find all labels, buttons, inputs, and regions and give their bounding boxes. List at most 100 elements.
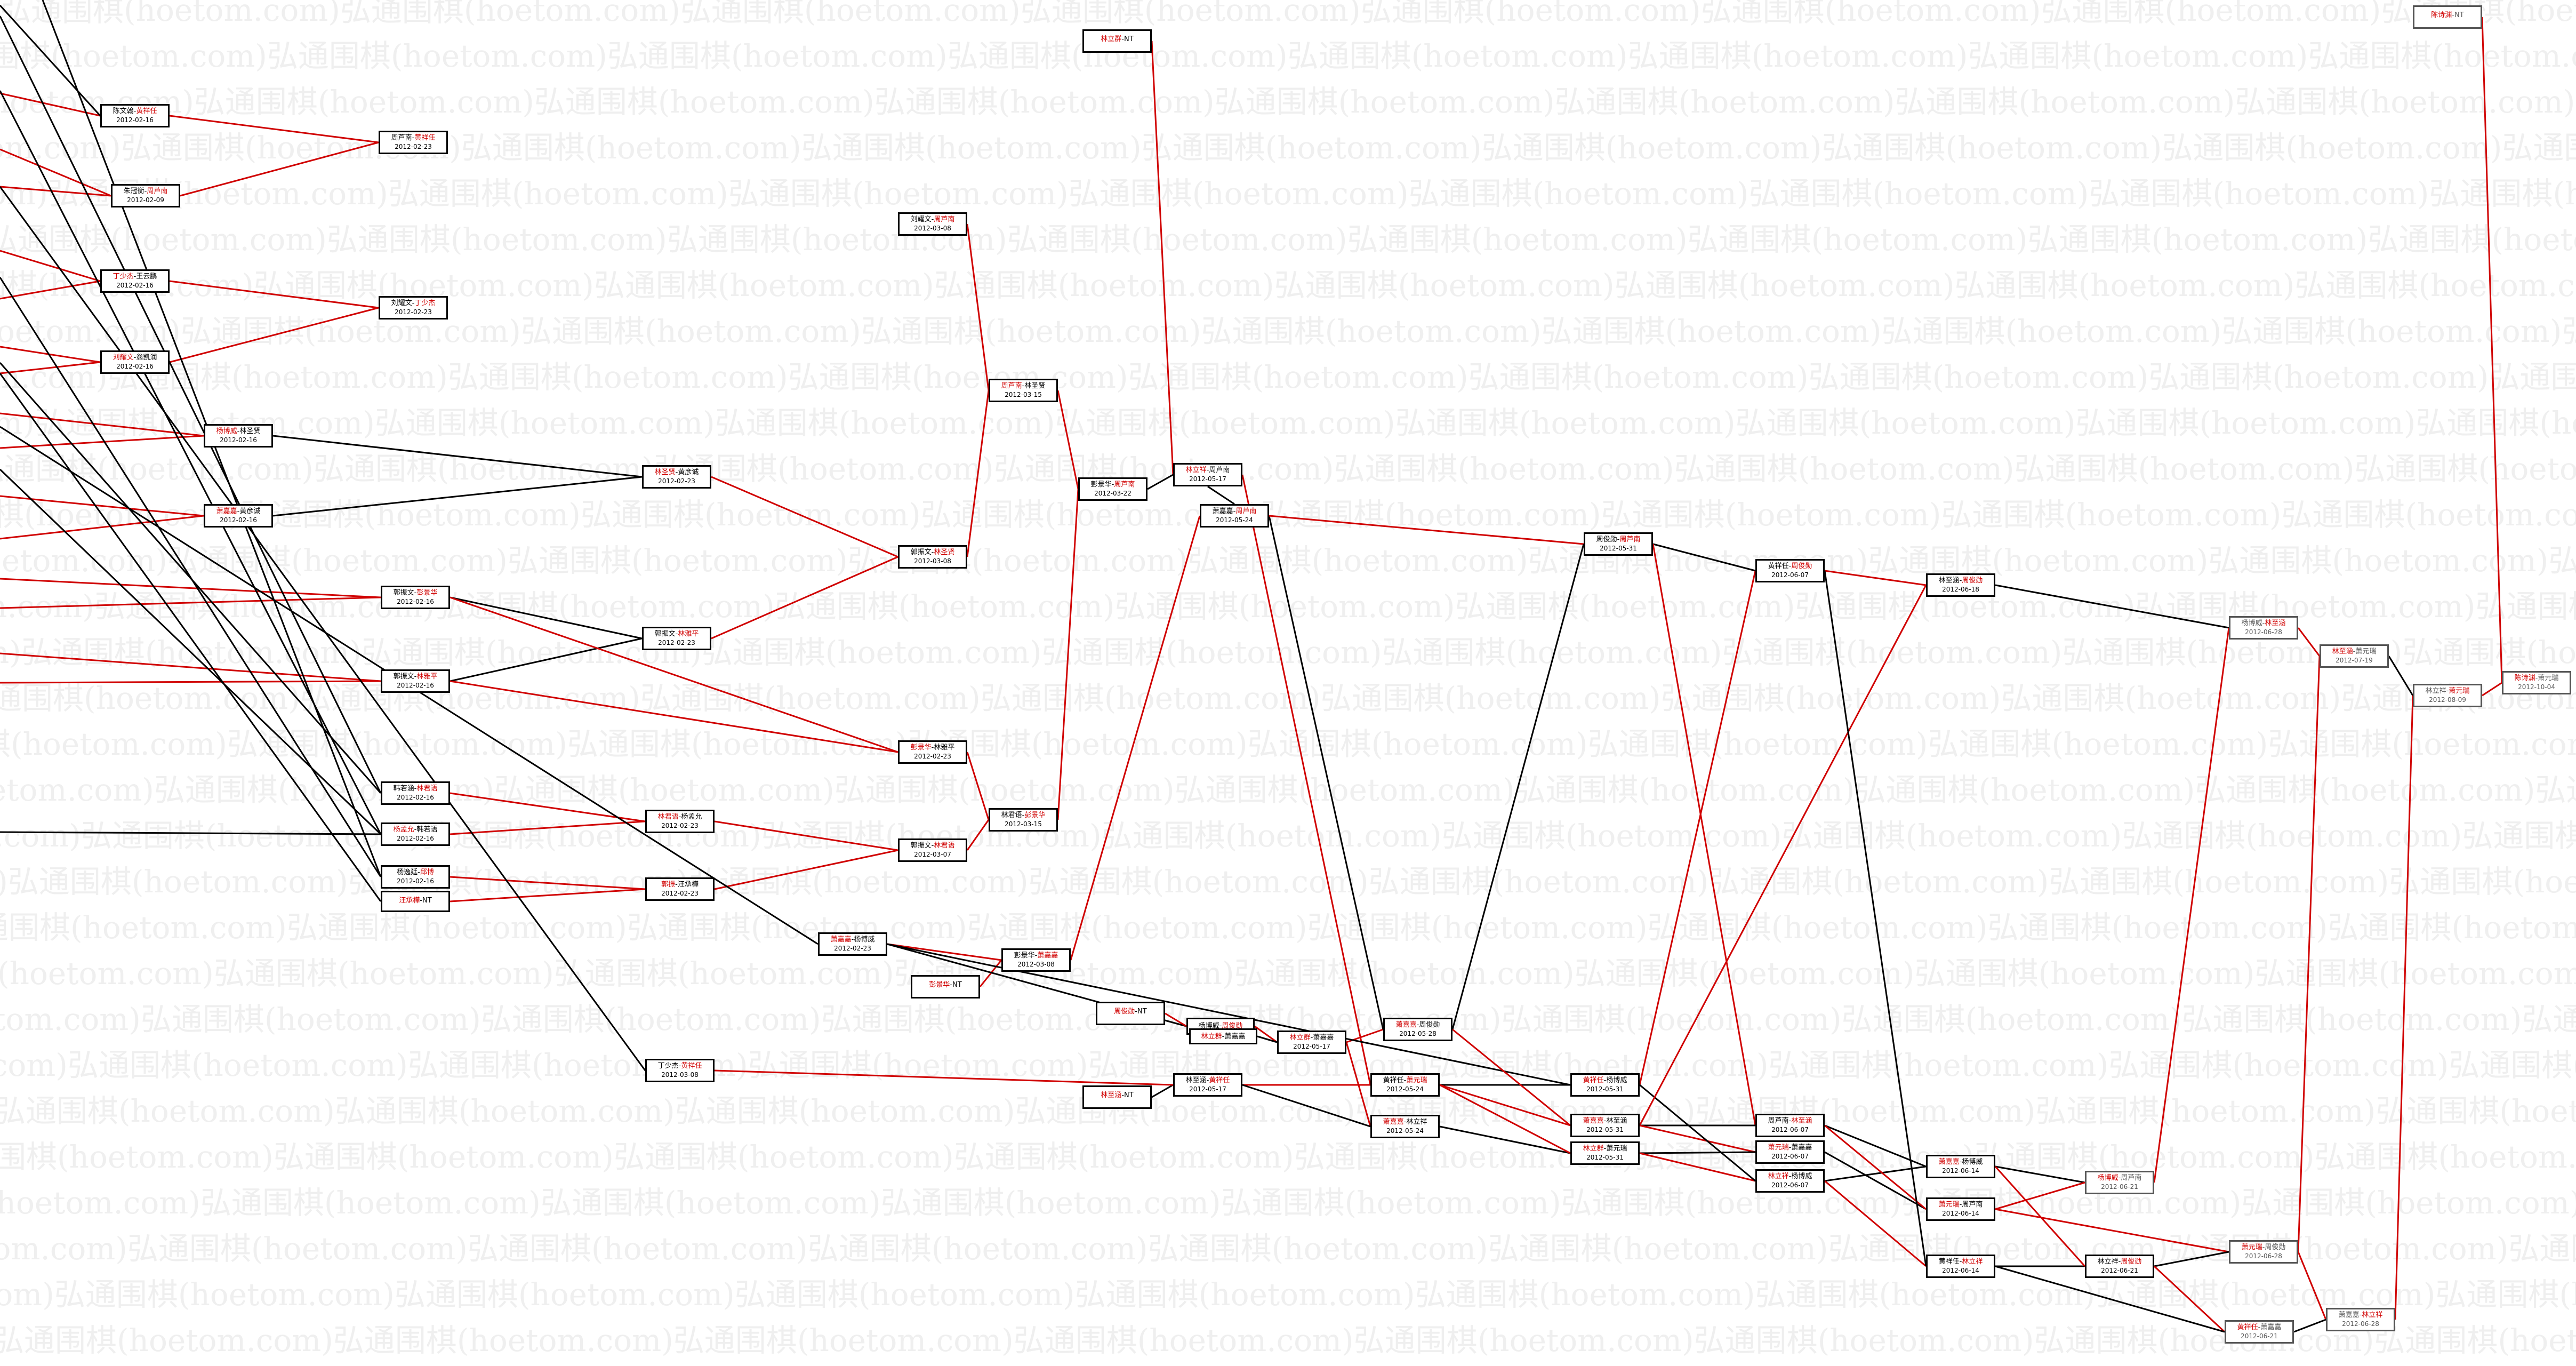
connector-line xyxy=(1824,1124,1927,1210)
connector-line-incoming xyxy=(0,831,381,835)
connector-line-incoming xyxy=(0,361,101,374)
connector-line xyxy=(714,849,898,890)
connector-line xyxy=(1995,1265,2225,1333)
watermark-text: 弘通围棋(hoetom.com)弘通围棋(hoetom.com)弘通围棋(hoe… xyxy=(0,1139,2576,1175)
connector-line xyxy=(450,637,643,682)
match-node[interactable]: 林立群-萧嘉嘉 xyxy=(1189,1028,1257,1044)
connector-line-incoming xyxy=(0,362,382,794)
connector-line-incoming xyxy=(0,495,204,517)
match-node-bye[interactable]: 林至涵-NT xyxy=(1082,1085,1152,1109)
connector-line-incoming xyxy=(0,412,204,437)
connector-line xyxy=(1257,1035,1278,1043)
connector-line-incoming xyxy=(0,148,111,197)
connector-line xyxy=(714,820,898,851)
connector-line-incoming xyxy=(0,578,381,598)
connector-line xyxy=(979,960,1002,987)
watermark-text: 弘通围棋(hoetom.com)弘通围棋(hoetom.com)弘通围棋(hoe… xyxy=(0,1001,2576,1037)
connector-line xyxy=(1439,1084,1571,1154)
watermark-text: 弘通围棋(hoetom.com)弘通围棋(hoetom.com)弘通围棋(hoe… xyxy=(0,909,2576,946)
watermark-text: 弘通围棋(hoetom.com)弘通围棋(hoetom.com)弘通围棋(hoe… xyxy=(0,955,2576,992)
watermark-text: 弘通围棋(hoetom.com)弘通围棋(hoetom.com)弘通围棋(hoe… xyxy=(0,313,2576,349)
connector-line xyxy=(180,141,379,197)
connector-line xyxy=(272,476,643,517)
watermark-text: 弘通围棋(hoetom.com)弘通围棋(hoetom.com)弘通围棋(hoe… xyxy=(0,1047,2576,1083)
watermark-text: 弘通围棋(hoetom.com)弘通围棋(hoetom.com)弘通围棋(hoe… xyxy=(0,726,2576,762)
match-node-bye[interactable]: 彭景华-NT xyxy=(911,975,980,998)
connector-line xyxy=(711,556,898,640)
connector-line xyxy=(1652,544,1756,1126)
match-node-bye[interactable]: 林立群-NT xyxy=(1082,29,1152,53)
match-node-bye[interactable]: 陈诗渊-NT xyxy=(2413,5,2482,29)
connector-line xyxy=(2482,682,2502,697)
connector-line xyxy=(1824,570,1927,586)
connector-line xyxy=(1057,390,1079,490)
connector-line xyxy=(1165,1012,1187,1027)
connector-line xyxy=(1345,1042,1371,1127)
connector-line xyxy=(711,476,898,558)
connector-line xyxy=(2293,1319,2326,1333)
connector-line xyxy=(1151,41,1174,475)
match-node-bye[interactable]: 汪承樺-NT xyxy=(381,891,450,912)
connector-line xyxy=(2153,627,2230,1183)
connector-line xyxy=(1639,1124,1756,1153)
connector-line-incoming xyxy=(0,373,382,902)
match-node-bye[interactable]: 周俊勋-NT xyxy=(1096,1002,1165,1025)
connector-line xyxy=(450,820,646,835)
